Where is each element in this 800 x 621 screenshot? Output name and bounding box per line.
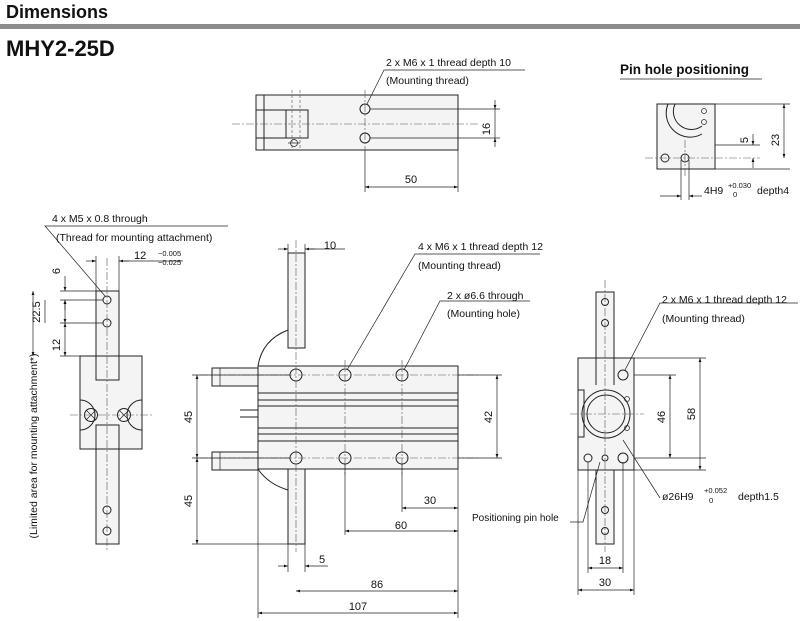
pin-hole-tol-label: 4H9 [704, 185, 723, 197]
right-view-bore-tol-lower: 0 [709, 496, 713, 505]
top-view-dim-16: 16 [481, 123, 493, 135]
right-view-dim-30: 30 [599, 577, 611, 589]
front-view [192, 240, 540, 618]
left-view-tol-upper: −0.005 [158, 249, 181, 258]
front-view-dim-10: 10 [324, 240, 336, 252]
front-view-dim-45-top: 45 [183, 411, 195, 423]
pin-hole-tol-suffix: depth4 [757, 185, 789, 197]
front-view-body [257, 365, 459, 470]
left-view-lower-jaw [95, 448, 120, 545]
front-view-dim-42: 42 [483, 411, 495, 423]
positioning-pin-hole-label: Positioning pin hole [472, 513, 559, 524]
front-view-callout-b-1: 2 x ø6.6 through [447, 290, 524, 302]
front-view-dim-30: 30 [424, 495, 436, 507]
front-view-dim-107: 107 [349, 601, 367, 613]
front-view-dim-45-bottom: 45 [183, 495, 195, 507]
left-view-callout-2: (Thread for mounting attachment) [56, 232, 212, 244]
pin-hole-dim-23: 23 [770, 134, 782, 146]
right-view [570, 280, 798, 595]
right-view-dim-58: 58 [686, 408, 698, 420]
left-view-dim-12: 12 [134, 250, 146, 262]
front-view-callout-b-2: (Mounting hole) [447, 308, 520, 320]
top-view-body [255, 94, 459, 151]
left-view-body [79, 355, 143, 450]
front-view-dim-60: 60 [395, 520, 407, 532]
top-view-callout-2: (Mounting thread) [386, 75, 469, 87]
top-view-dim-50: 50 [405, 174, 417, 186]
left-view-upper-jaw [95, 290, 120, 357]
front-view-upper-jaw [287, 252, 306, 349]
pin-hole-tol-upper: +0.030 [728, 181, 751, 190]
header-rule [0, 24, 800, 29]
left-view-dim-6: 6 [51, 268, 63, 274]
model-number: MHY2-25D [6, 36, 115, 61]
right-view-bore-suffix: depth1.5 [738, 491, 779, 503]
left-view-dim-22-5: 22.5 [31, 301, 43, 322]
left-view-dim-12b: 12 [51, 339, 63, 351]
section-title: Dimensions [6, 2, 109, 22]
pin-hole-title: Pin hole positioning [620, 62, 749, 77]
front-view-callout-a-1: 4 x M6 x 1 thread depth 12 [418, 241, 543, 253]
front-view-dim-86: 86 [371, 579, 383, 591]
front-view-lower-jaw [287, 468, 306, 545]
left-view-callout-1: 4 x M5 x 0.8 through [52, 213, 148, 225]
limited-area-note: (Limited area for mounting attachment*) [28, 353, 40, 538]
right-view-callout-2: (Mounting thread) [662, 313, 745, 325]
right-view-bore-tol-upper: +0.052 [704, 486, 727, 495]
right-view-bore-label: ø26H9 [662, 491, 694, 503]
left-view [31, 225, 228, 552]
pin-hole-view [620, 78, 790, 200]
right-view-dim-46: 46 [656, 411, 668, 423]
front-view-callout-a-2: (Mounting thread) [418, 260, 501, 272]
left-view-tol-lower: −0.025 [158, 258, 181, 267]
pin-hole-dim-5: 5 [739, 137, 751, 143]
top-view [232, 69, 525, 192]
right-view-dim-18: 18 [599, 555, 611, 567]
right-view-callout-1: 2 x M6 x 1 thread depth 12 [662, 294, 787, 306]
top-view-callout-1: 2 x M6 x 1 thread depth 10 [386, 57, 511, 69]
front-view-dim-5: 5 [319, 554, 325, 566]
pin-hole-tol-lower: 0 [733, 190, 737, 199]
